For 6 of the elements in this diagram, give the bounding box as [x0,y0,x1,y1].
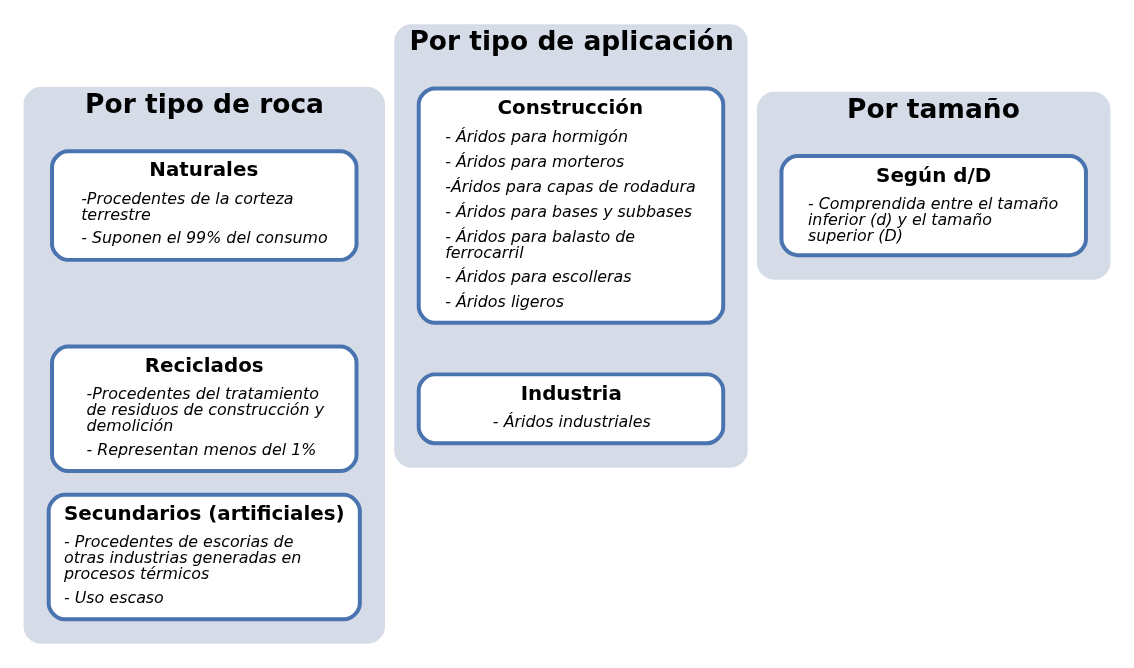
node-box: Reciclados -Procedentes del tratamiento de residuos de construcción y demolición - Representan menos del 1% [50,344,359,473]
node-box: Naturales -Procedentes de la corteza terrestre - Suponen el 99% del consumo [50,149,359,262]
node-box: Industria - Áridos industriales [416,372,726,446]
node-box: Según d/D - Comprendida entre el tamaño inferior (d) y el tamaño superior (D) [779,153,1088,258]
node-box: Secundarios (artificiales) - Procedentes de escorias de otras industrias generadas en procesos térmicos - Uso escaso [46,492,362,622]
node-box: Construcción - Áridos para hormigón - Áridos para morteros -Áridos para capas de rodadura - Áridos para bases y subbases - Áridos para balasto de ferrocarril - Áridos para escolleras - Áridos ligeros [416,86,726,325]
